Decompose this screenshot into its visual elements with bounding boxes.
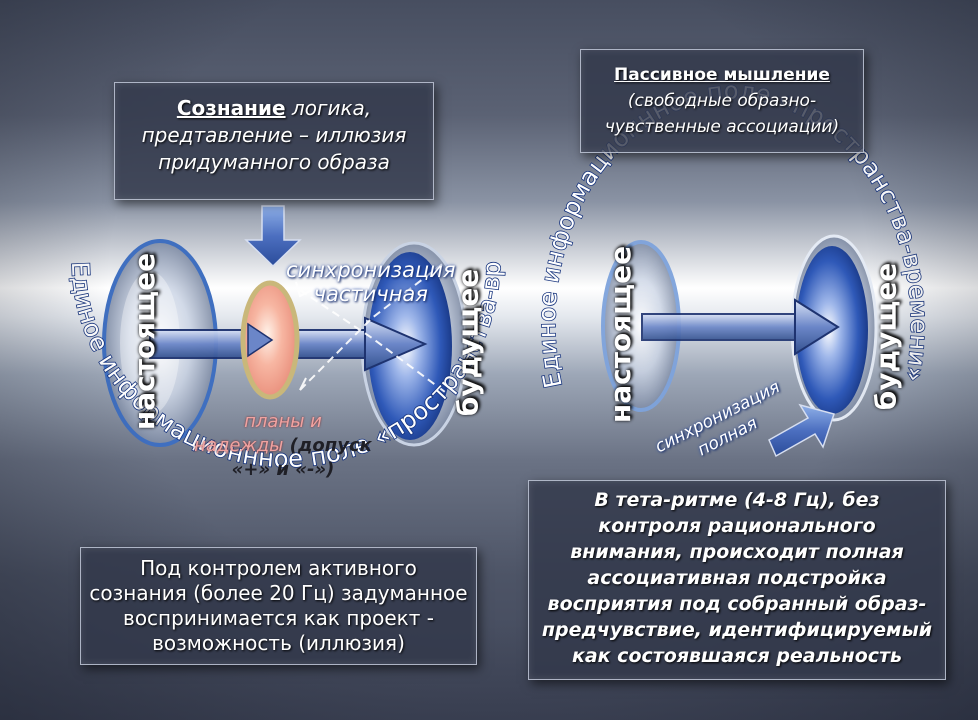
left-sync-label: синхронизация частичная [286, 258, 456, 306]
active-control-line-2: сознания (более 20 Гц) задуманное [89, 581, 468, 605]
left-sync-line-1: синхронизация [286, 258, 456, 282]
theta-line-1: В тета-ритме (4-8 Гц), без [594, 489, 880, 511]
left-future-label: будущее [451, 268, 485, 417]
plans-line-3: «+» и «-») [231, 459, 335, 480]
plans-tail: (допуск [283, 435, 372, 456]
consciousness-box: Сознание логика, предтавление – иллюзия … [114, 82, 434, 200]
consciousness-down-arrow [244, 205, 302, 268]
passive-line-2: чувственные ассоциации) [604, 117, 840, 137]
active-control-line-4: возможность (иллюзия) [152, 631, 405, 655]
theta-rhythm-box: В тета-ритме (4-8 Гц), без контроля раци… [528, 480, 946, 680]
passive-title: Пассивное мышление [614, 65, 830, 85]
left-inner-arrow [247, 322, 274, 358]
consciousness-line1-text: логика, [285, 96, 372, 120]
consciousness-title: Сознание [176, 96, 286, 120]
theta-line-5: восприятия под собранный образ- [547, 593, 927, 615]
theta-line-3: внимания, происходит полная [570, 541, 904, 563]
partial-sync-dashed-lines [295, 261, 446, 393]
theta-line-2: контроля рационального [598, 515, 876, 537]
plans-label: планы и надежды (допуск «+» и «-») [188, 410, 378, 482]
left-present-label: настоящее [128, 252, 162, 431]
theta-line-6: предчувствие, идентифицируемый [541, 619, 933, 641]
right-future-label: будущее [869, 262, 903, 411]
theta-line-7: как состоявшаяся реальность [571, 645, 903, 667]
active-control-line-3: воспринимается как проект - [123, 606, 434, 630]
full-sync-arrow [768, 403, 835, 458]
right-time-arrow [641, 298, 840, 356]
plans-line-2: надежды (допуск [188, 434, 378, 458]
consciousness-line-2: предтавление – иллюзия [141, 123, 407, 147]
consciousness-line-1: Сознание логика, [115, 95, 433, 122]
passive-line-1: (свободные образно- [627, 91, 817, 111]
active-control-line-1: Под контролем активного [140, 556, 417, 580]
left-sync-line-2: частичная [313, 282, 428, 306]
plans-word: надежды [194, 435, 284, 456]
consciousness-line-3: придуманного образа [158, 150, 390, 174]
theta-line-4: ассоциативная подстройка [587, 567, 887, 589]
right-present-label: настоящее [604, 245, 638, 424]
passive-thinking-box: Пассивное мышление (свободные образно- ч… [580, 49, 864, 153]
left-field-arc-text: Единое информационнное поле «пространств… [0, 0, 506, 473]
active-control-box: Под контролем активного сознания (более … [80, 547, 477, 665]
plans-line-1: планы и [244, 411, 322, 432]
